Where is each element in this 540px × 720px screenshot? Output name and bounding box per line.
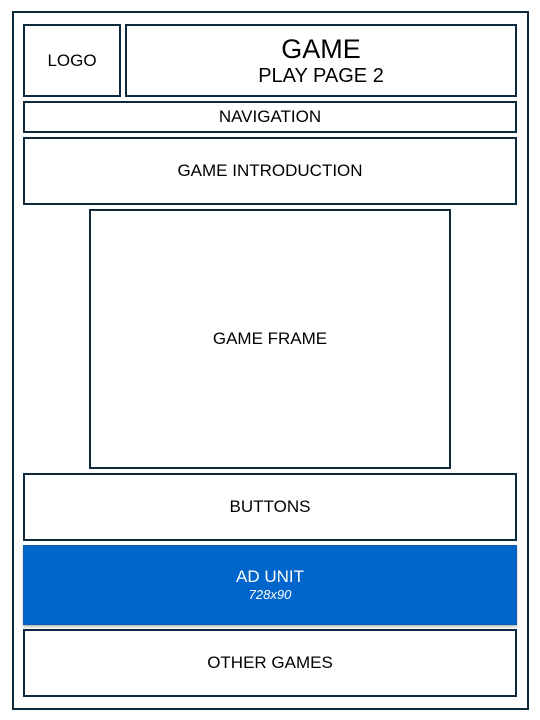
ad-unit-label: AD UNIT [236, 567, 304, 586]
buttons-label: BUTTONS [229, 497, 311, 516]
ad-unit-size: 728x90 [248, 587, 292, 602]
title-line-1: GAME [281, 33, 361, 64]
navigation-label: NAVIGATION [218, 107, 322, 126]
game-introduction-label: GAME INTRODUCTION [177, 161, 363, 180]
other-games-block: OTHER GAMES [23, 629, 517, 697]
game-frame-label: GAME FRAME [212, 329, 328, 348]
buttons-block: BUTTONS [23, 473, 517, 541]
navigation-bar: NAVIGATION [23, 101, 517, 133]
game-introduction-block: GAME INTRODUCTION [23, 137, 517, 205]
page-title-block: GAME PLAY PAGE 2 [125, 24, 517, 97]
game-frame-block: GAME FRAME [89, 209, 451, 469]
title-line-2: PLAY PAGE 2 [258, 64, 384, 87]
other-games-label: OTHER GAMES [207, 653, 333, 672]
logo-label: LOGO [47, 50, 97, 70]
logo-placeholder: LOGO [23, 24, 121, 97]
ad-unit-block: AD UNIT 728x90 [23, 545, 517, 625]
